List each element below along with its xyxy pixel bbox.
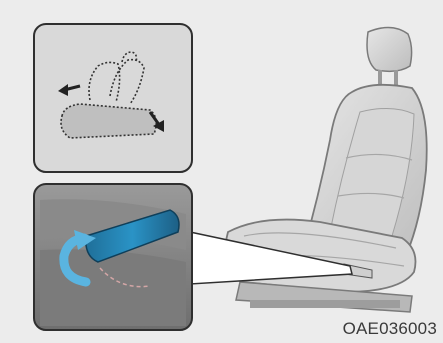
recline-lever-icon xyxy=(34,184,192,330)
seat-recline-motion-icon xyxy=(34,24,192,172)
figure-code: OAE036003 xyxy=(343,319,437,339)
